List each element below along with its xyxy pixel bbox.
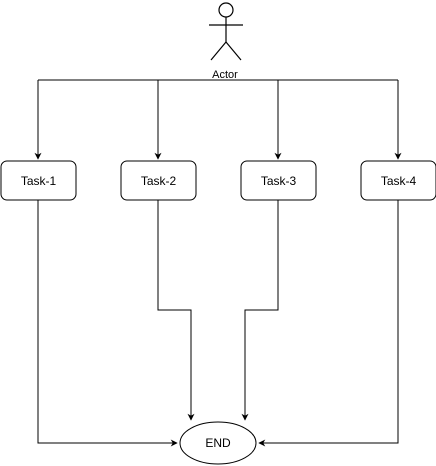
task-node-2[interactable]: Task-2 [120,160,197,201]
stick-figure-icon [209,2,243,61]
task-2-label: Task-2 [141,174,177,188]
task-node-1[interactable]: Task-1 [0,160,77,201]
actor-label: Actor [212,69,238,81]
end-label: END [205,436,231,450]
task-3-label: Task-3 [261,174,297,188]
connector-task-3-to-end [241,200,279,421]
connector-task-1-to-end [37,200,178,447]
task-node-3[interactable]: Task-3 [240,160,317,201]
connector-task-4-to-end [258,200,399,447]
task-node-4[interactable]: Task-4 [360,160,436,201]
end-node[interactable]: END [179,421,257,465]
actor-fanout-connector [34,79,402,160]
task-1-label: Task-1 [21,174,57,188]
task-4-label: Task-4 [381,174,417,188]
connector-task-2-to-end [157,200,195,421]
actor[interactable]: Actor [209,2,243,81]
